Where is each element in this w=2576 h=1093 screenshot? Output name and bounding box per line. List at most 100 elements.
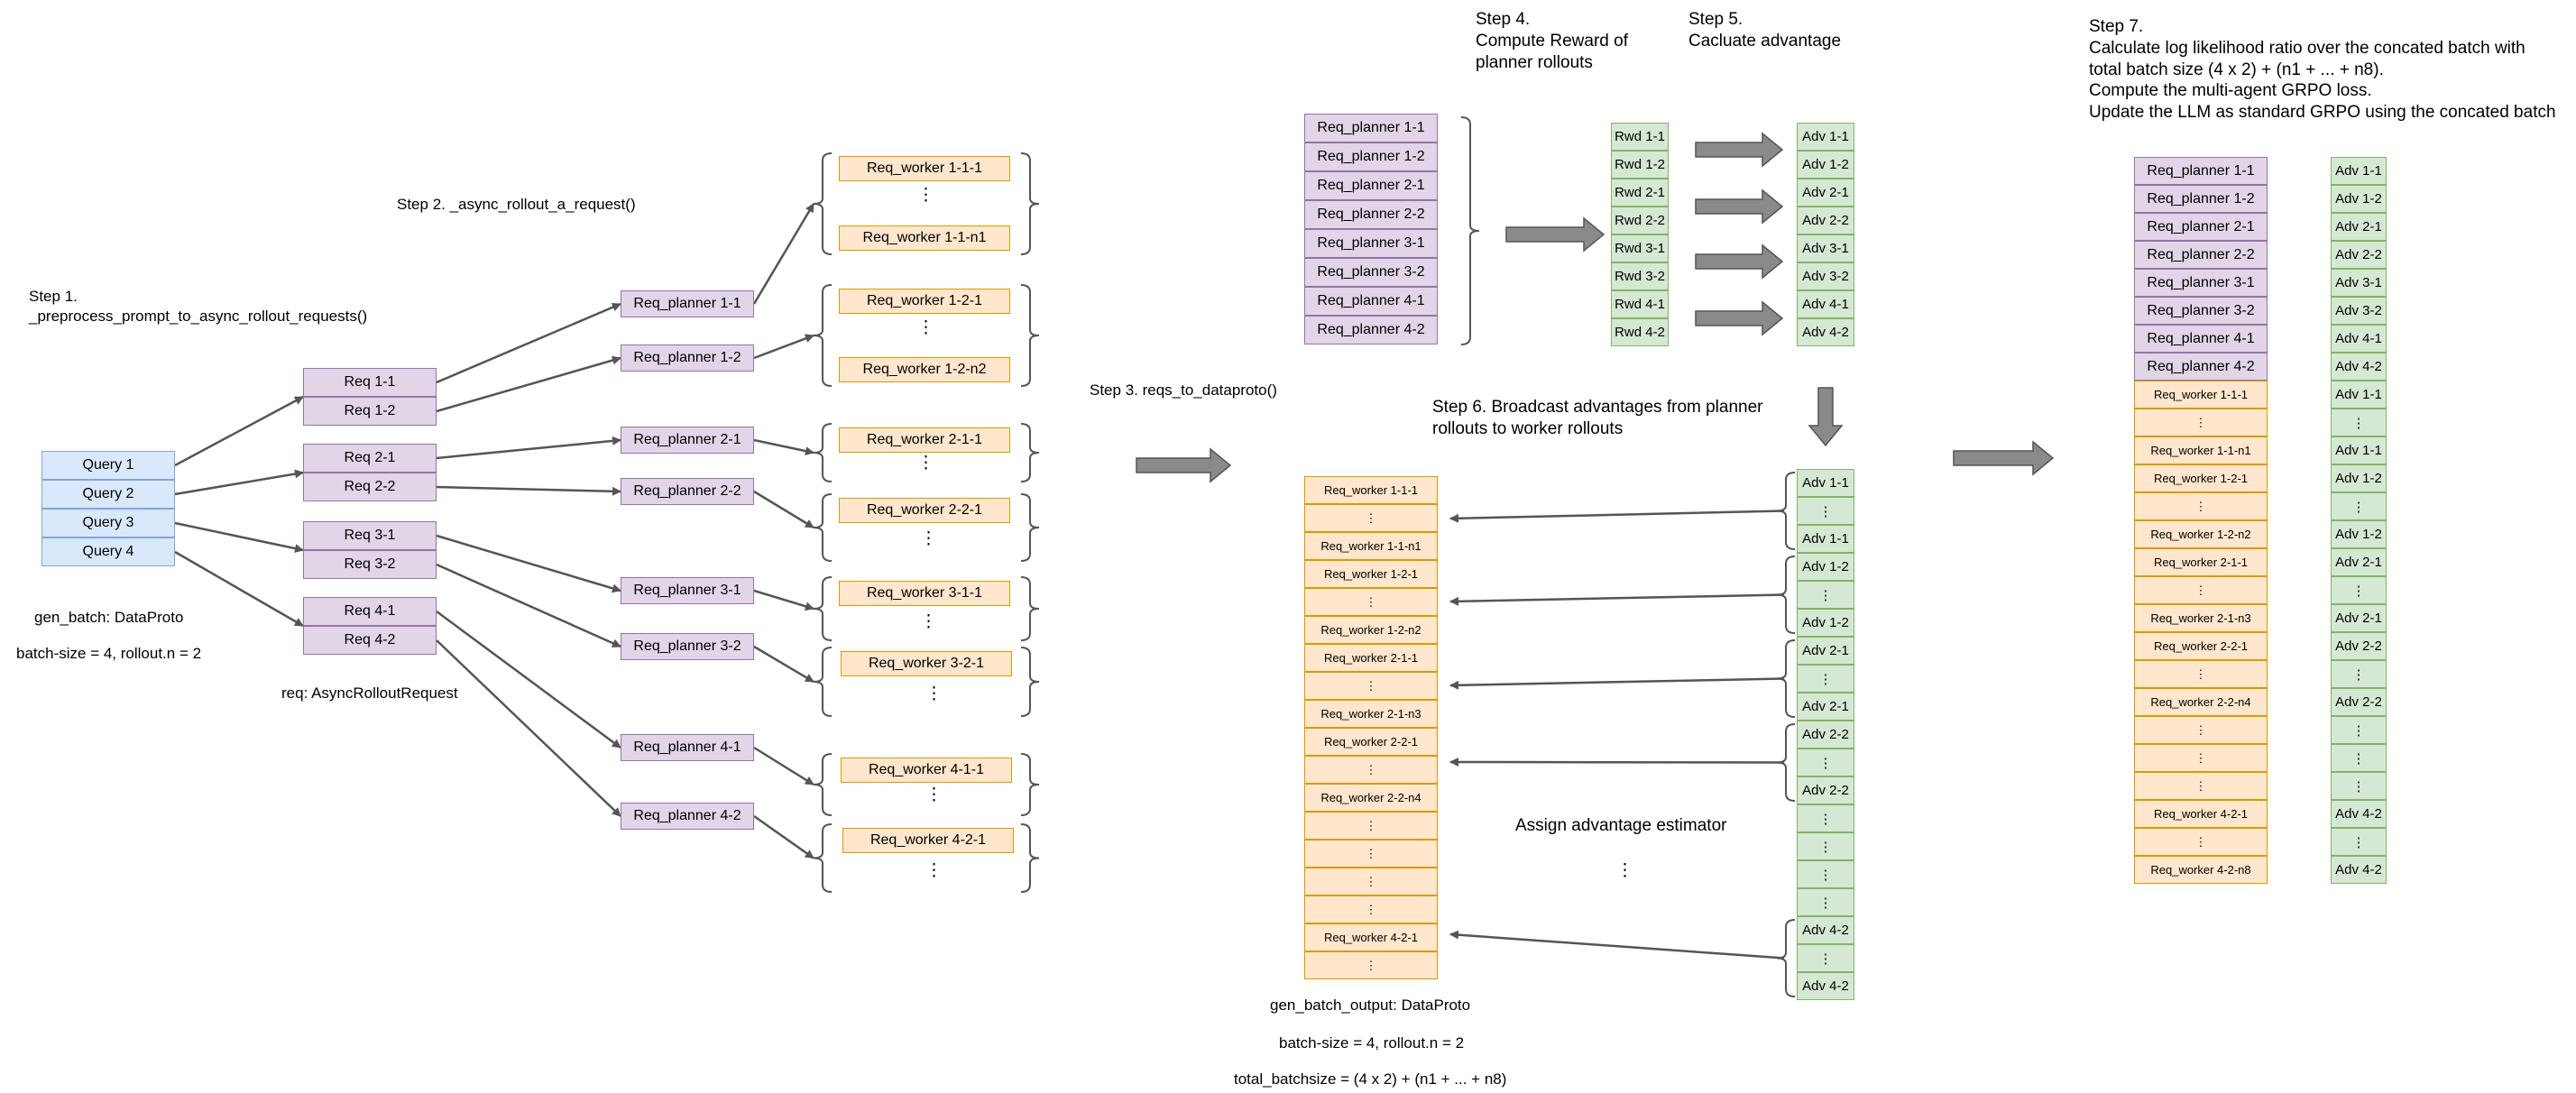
worker-cell: ⋮ — [1304, 951, 1438, 979]
req-to-planner-arrow — [436, 639, 621, 817]
step5-block-arrow — [1695, 243, 1784, 280]
adv-cell: Adv 2-2 — [1797, 721, 1854, 749]
advantage-box: Adv 1-1 — [1797, 123, 1854, 151]
reward-box: Rwd 4-1 — [1611, 290, 1669, 318]
broadcast-arrow — [1449, 758, 1785, 767]
planner-box: Req_planner 2-1 — [621, 427, 754, 454]
ellipsis: ⋮ — [917, 454, 934, 473]
worker-cell: ⋮ — [1304, 868, 1438, 896]
planner-box: Req_planner 2-1 — [1304, 171, 1438, 200]
reward-box: Rwd 2-1 — [1611, 179, 1669, 207]
worker-cell: Req_worker 1-2-n2 — [1304, 616, 1438, 644]
ellipsis: ⋮ — [925, 684, 943, 703]
worker-cell: Req_worker 2-2-1 — [1304, 728, 1438, 756]
worker-group-brace-left — [813, 152, 833, 255]
worker-cell: ⋮ — [1304, 756, 1438, 784]
concat-adv-cell: Adv 1-1 — [2331, 381, 2387, 409]
concat-adv-cell: ⋮ — [2331, 576, 2387, 604]
planner-to-worker-arrow — [753, 334, 814, 360]
adv-cell: Adv 2-2 — [1797, 776, 1854, 804]
concat-adv-cell: ⋮ — [2331, 772, 2387, 800]
reward-box: Rwd 1-2 — [1611, 151, 1669, 179]
concat-cell: Req_worker 1-2-1 — [2134, 464, 2268, 492]
planner-box: Req_planner 4-2 — [621, 803, 754, 830]
worker-group-brace-right — [1020, 576, 1040, 641]
adv-cell: ⋮ — [1797, 749, 1854, 776]
worker-group-brace-right — [1020, 493, 1040, 562]
concat-cell: Req_planner 1-1 — [2134, 157, 2268, 185]
adv-cell: ⋮ — [1797, 497, 1854, 525]
concat-adv-cell: Adv 2-1 — [2331, 604, 2387, 632]
worker-group-brace-left — [813, 753, 833, 816]
reward-box: Rwd 3-2 — [1611, 262, 1669, 290]
worker-cell: Req_worker 1-1-1 — [1304, 476, 1438, 504]
query-box: Query 2 — [41, 480, 175, 509]
concat-adv-cell: ⋮ — [2331, 492, 2387, 520]
planner-box: Req_planner 1-2 — [1304, 142, 1438, 171]
concat-adv-cell: Adv 1-2 — [2331, 464, 2387, 492]
step7-block-arrow — [1953, 440, 2055, 476]
planner-box: Req_planner 3-1 — [1304, 229, 1438, 258]
concat-cell: Req_planner 2-1 — [2134, 213, 2268, 241]
concat-cell: ⋮ — [2134, 828, 2268, 856]
reward-box: Rwd 4-2 — [1611, 318, 1669, 346]
planner-box: Req_planner 3-2 — [621, 633, 754, 660]
adv-cell: Adv 1-1 — [1797, 525, 1854, 553]
req-box: Req 1-1 — [303, 368, 437, 397]
worker-cell: ⋮ — [1304, 588, 1438, 616]
worker-group-brace-right — [1020, 152, 1040, 255]
planner-box: Req_planner 2-2 — [621, 478, 754, 505]
adv-cell: ⋮ — [1797, 832, 1854, 860]
worker-group-brace-left — [813, 423, 833, 482]
worker-group-brace-left — [813, 647, 833, 717]
concat-cell: Req_planner 2-2 — [2134, 241, 2268, 269]
concat-adv-cell: ⋮ — [2331, 716, 2387, 744]
concat-adv-cell: Adv 1-2 — [2331, 185, 2387, 213]
planner-box: Req_planner 4-1 — [621, 734, 754, 761]
planner-to-worker-arrow — [753, 490, 814, 529]
concat-cell: Req_worker 2-2-1 — [2134, 632, 2268, 660]
query-to-req-arrow — [174, 550, 304, 628]
advantage-box: Adv 4-1 — [1797, 290, 1854, 318]
advantage-box: Adv 3-2 — [1797, 262, 1854, 290]
query-box: Query 1 — [41, 451, 175, 480]
step6-down-arrow — [1808, 387, 1844, 447]
step3-block-arrow — [1136, 447, 1232, 483]
worker-box: Req_worker 1-2-1 — [839, 289, 1010, 314]
concat-adv-cell: Adv 4-2 — [2331, 800, 2387, 828]
concat-cell: Req_worker 2-2-n4 — [2134, 688, 2268, 716]
req-to-planner-arrow — [436, 563, 621, 648]
reward-box: Rwd 2-2 — [1611, 207, 1669, 234]
step4-label: Step 4. Compute Reward of planner rollou… — [1476, 10, 1628, 72]
concat-adv-cell: ⋮ — [2331, 660, 2387, 688]
planner-to-worker-arrow — [753, 589, 814, 611]
concat-adv-cell: ⋮ — [2331, 828, 2387, 856]
planner-to-worker-arrow — [753, 814, 814, 859]
worker-box: Req_worker 2-2-1 — [839, 498, 1010, 523]
concat-cell: Req_planner 1-2 — [2134, 185, 2268, 213]
adv-cell: Adv 4-2 — [1797, 916, 1854, 944]
concat-adv-cell: Adv 4-2 — [2331, 856, 2387, 884]
ellipsis: ⋮ — [925, 861, 943, 880]
adv-cell: Adv 2-1 — [1797, 637, 1854, 665]
step1-label: Step 1. _preprocess_prompt_to_async_roll… — [29, 288, 368, 326]
gen-batch-output-note: gen_batch_output: DataProto — [1270, 997, 1471, 1014]
query-to-req-arrow — [174, 395, 304, 467]
advantage-box: Adv 3-1 — [1797, 234, 1854, 262]
adv-cell: Adv 1-1 — [1797, 469, 1854, 497]
planner-box: Req_planner 3-2 — [1304, 258, 1438, 287]
reward-box: Rwd 3-1 — [1611, 234, 1669, 262]
ellipsis: ⋮ — [917, 186, 934, 205]
concat-cell: ⋮ — [2134, 492, 2268, 520]
adv-cell: Adv 1-2 — [1797, 609, 1854, 637]
req-box: Req 3-1 — [303, 521, 437, 550]
worker-box: Req_worker 1-2-n2 — [839, 357, 1010, 382]
concat-adv-cell: Adv 1-1 — [2331, 157, 2387, 185]
planner-box: Req_planner 1-1 — [1304, 114, 1438, 142]
planner-box: Req_planner 4-1 — [1304, 287, 1438, 316]
worker-group-brace-left — [813, 823, 833, 893]
adv-cell: ⋮ — [1797, 665, 1854, 693]
worker-group-brace-right — [1020, 423, 1040, 482]
ellipsis: ⋮ — [920, 612, 937, 631]
planner-box: Req_planner 1-1 — [621, 290, 754, 317]
